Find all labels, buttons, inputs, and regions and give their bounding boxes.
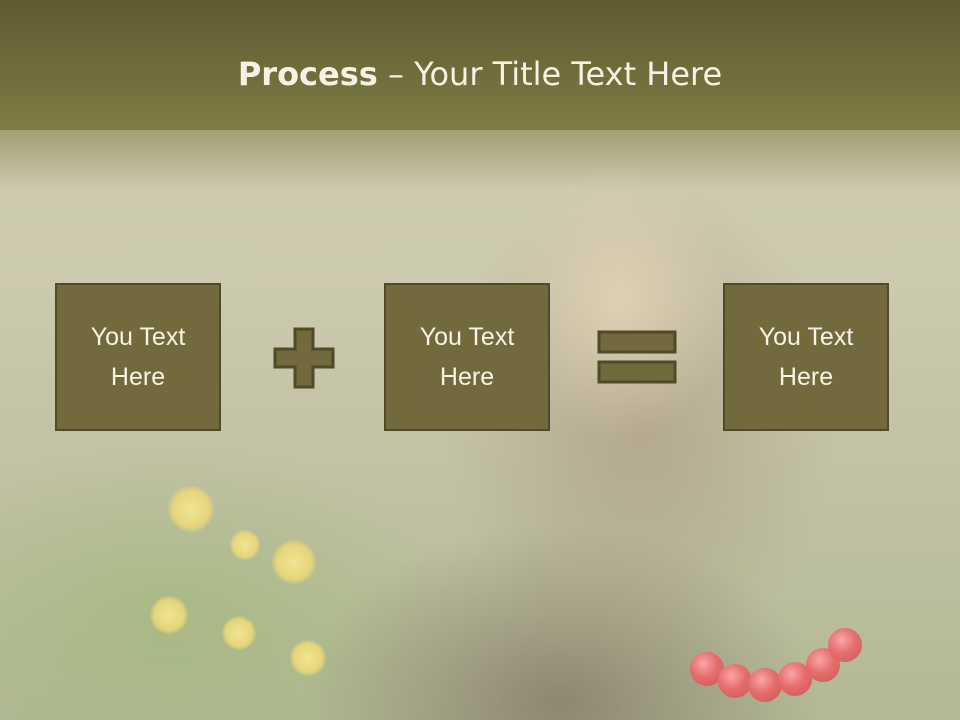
title-band [0, 0, 960, 130]
process-box-3-line1: You Text [758, 323, 854, 351]
process-box-3-text: You Text Here [741, 317, 871, 397]
process-box-1[interactable]: You Text Here [55, 283, 221, 431]
process-box-2[interactable]: You Text Here [384, 283, 550, 431]
process-box-2-text: You Text Here [402, 317, 532, 397]
process-box-2-line2: Here [439, 363, 495, 391]
bracelet-bead [718, 664, 752, 698]
process-box-3[interactable]: You Text Here [723, 283, 889, 431]
bracelet-bead [748, 668, 782, 702]
bracelet-bead [828, 628, 862, 662]
flower-highlight [222, 616, 256, 650]
flower-highlight [168, 486, 214, 532]
equals-icon [597, 330, 677, 384]
flower-highlight [230, 530, 260, 560]
process-box-1-line2: Here [110, 363, 166, 391]
title-band-fade [0, 130, 960, 190]
slide-title: Process – Your Title Text Here [0, 52, 960, 96]
process-box-3-line2: Here [778, 363, 834, 391]
process-box-2-line1: You Text [419, 323, 515, 351]
process-box-1-line1: You Text [90, 323, 186, 351]
flower-highlight [272, 540, 316, 584]
flower-highlight [150, 596, 188, 634]
slide-title-bold: Process [237, 55, 378, 93]
process-box-1-text: You Text Here [73, 317, 203, 397]
plus-icon [273, 327, 335, 389]
flower-highlight [290, 640, 326, 676]
slide-title-rest: – Your Title Text Here [377, 55, 723, 93]
